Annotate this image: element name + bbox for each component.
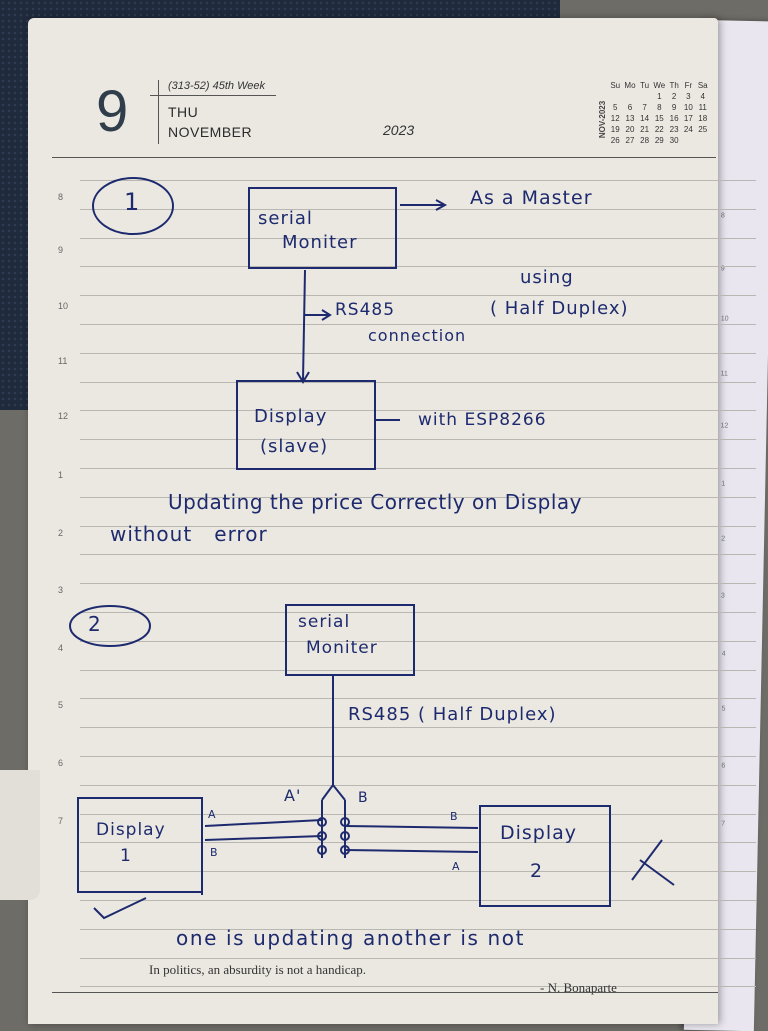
link-line-1 — [303, 270, 305, 380]
section2-number: 2 — [88, 612, 102, 636]
display2-box — [480, 806, 610, 906]
label-b-top: B — [358, 790, 369, 806]
esp-note: with ESP8266 — [418, 410, 547, 430]
footer-rule — [52, 992, 718, 993]
display1-label: Display — [96, 820, 166, 840]
display1-box — [78, 798, 202, 892]
section2-result: one is updating another is not — [176, 926, 525, 950]
result-line-1: Updating the price Correctly on Display — [168, 490, 582, 514]
section2-serial-label: serial — [298, 612, 350, 632]
section1-serial-label: Moniter — [282, 232, 357, 253]
left-a-label: A — [208, 808, 217, 821]
right-b-label: B — [450, 810, 459, 823]
section1-number: 1 — [124, 188, 140, 216]
section1-serial-label: serial — [258, 208, 313, 229]
footer-author: - N. Bonaparte — [540, 980, 617, 996]
display1-number: 1 — [120, 846, 132, 866]
master-note: As a Master — [470, 187, 593, 209]
link-label: RS485 — [335, 300, 395, 320]
result-line-2: without error — [110, 522, 268, 546]
footer-quote: In politics, an absurdity is not a handi… — [149, 962, 366, 978]
link-label-2: connection — [368, 326, 466, 345]
left-b-label: B — [210, 846, 219, 859]
using-label: using — [520, 267, 574, 288]
right-a-label: A — [452, 860, 461, 873]
half-duplex-label: ( Half Duplex) — [490, 298, 629, 319]
display2-number: 2 — [530, 860, 543, 882]
section1-display-label: Display — [254, 406, 327, 427]
section2-serial-label: Moniter — [306, 638, 378, 658]
check-mark — [94, 898, 146, 918]
section2-link-label: RS485 ( Half Duplex) — [348, 704, 557, 725]
section1-display-label: (slave) — [260, 436, 328, 457]
display2-label: Display — [500, 822, 577, 844]
label-a-top: A' — [284, 786, 301, 805]
section2-circle — [70, 606, 150, 646]
